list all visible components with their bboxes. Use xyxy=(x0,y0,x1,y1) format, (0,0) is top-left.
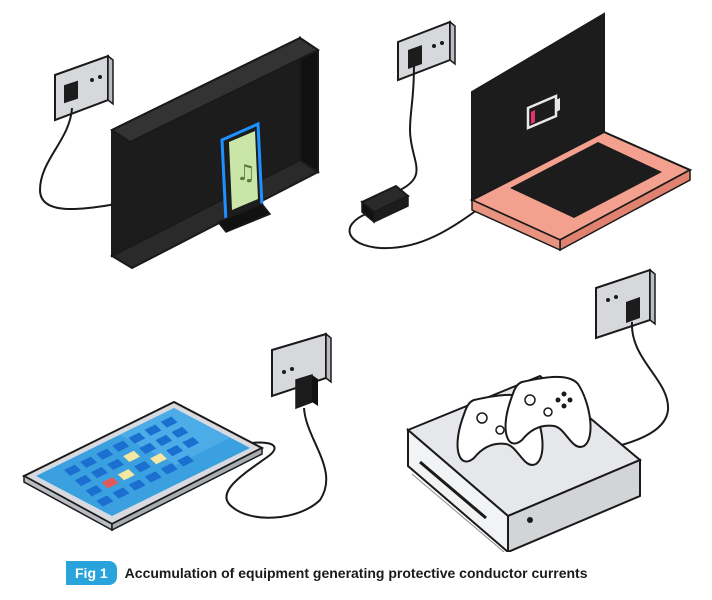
music-note-icon: ♫ xyxy=(236,161,256,186)
gamepad-icon xyxy=(504,376,592,448)
app-icon xyxy=(90,466,108,479)
speaker-body xyxy=(109,36,321,270)
laptop-base xyxy=(469,130,693,252)
app-icon xyxy=(74,474,92,487)
app-icon xyxy=(101,477,119,489)
tablet-plug xyxy=(295,373,318,410)
figure-label-badge: Fig 1 xyxy=(66,561,117,585)
tablet-group xyxy=(21,332,332,532)
app-icon xyxy=(144,471,162,483)
figure-caption: Fig 1 Accumulation of equipment generati… xyxy=(66,560,588,586)
app-icon xyxy=(112,487,130,499)
laptop-keyboard xyxy=(510,142,662,218)
laptop-cable-upper xyxy=(399,65,418,191)
app-icon xyxy=(171,426,189,438)
app-icon xyxy=(107,458,124,471)
app-icon xyxy=(139,442,157,454)
laptop-group xyxy=(348,12,693,252)
app-icon xyxy=(85,485,103,497)
app-icon xyxy=(133,461,151,473)
app-icon xyxy=(64,464,81,476)
console-cable xyxy=(617,321,670,447)
app-icon xyxy=(96,495,114,507)
app-icon xyxy=(176,455,194,467)
power-adapter xyxy=(360,184,410,224)
app-icon xyxy=(112,440,130,452)
app-icon xyxy=(123,450,141,463)
app-icon xyxy=(166,444,184,457)
app-icon xyxy=(182,436,200,449)
equipment-illustration: ♫ xyxy=(21,12,693,552)
app-icon xyxy=(160,416,178,428)
battery-low-icon xyxy=(526,94,560,130)
wall-socket-1 xyxy=(54,54,114,122)
speaker-dock-group: ♫ xyxy=(38,36,321,270)
app-icon xyxy=(128,432,146,444)
console-group xyxy=(406,268,670,552)
laptop-cable-lower xyxy=(348,201,489,250)
docked-phone: ♫ xyxy=(216,121,272,233)
app-icon xyxy=(117,469,135,481)
wall-socket-2 xyxy=(397,20,456,82)
app-icon xyxy=(155,434,173,446)
console-power-button xyxy=(527,517,533,523)
app-icon xyxy=(160,463,178,475)
app-icon xyxy=(144,424,162,436)
tablet-app-grid xyxy=(64,416,200,507)
app-icon xyxy=(150,453,167,465)
console-disc-slot xyxy=(419,460,487,520)
wall-socket-4 xyxy=(595,268,656,340)
figure-caption-text: Accumulation of equipment generating pro… xyxy=(124,565,588,581)
app-icon xyxy=(96,448,114,460)
app-icon xyxy=(128,479,146,491)
app-icon xyxy=(80,456,98,468)
tablet-cable xyxy=(225,407,328,519)
